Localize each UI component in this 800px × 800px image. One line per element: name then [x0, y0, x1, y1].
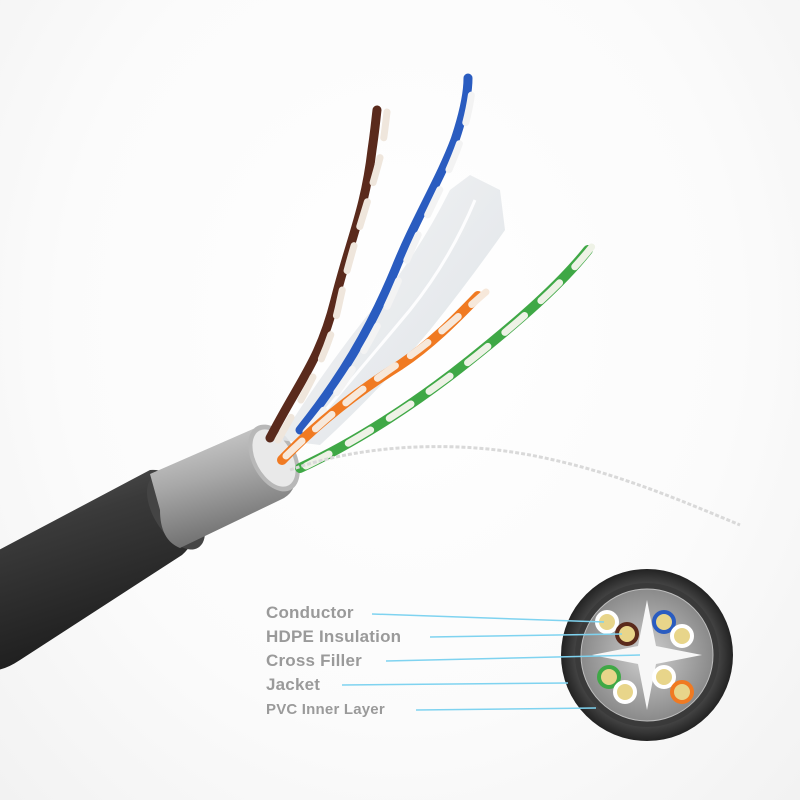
leader-cross-filler — [385, 654, 641, 662]
orange-pair — [277, 288, 490, 465]
label-hdpe-insulation: HDPE Insulation — [266, 627, 402, 646]
label-jacket: Jacket — [266, 675, 321, 694]
label-pvc-inner-layer: PVC Inner Layer — [266, 701, 385, 718]
blue-pair — [295, 73, 477, 436]
leader-conductor — [371, 613, 605, 623]
brown-pair — [265, 105, 391, 444]
label-cross-filler: Cross Filler — [266, 651, 362, 670]
leader-lines — [341, 613, 641, 711]
cross-section — [561, 569, 733, 741]
ripcord — [289, 445, 741, 527]
leader-hdpe — [429, 633, 623, 638]
leader-pvc-inner — [415, 707, 597, 711]
label-conductor: Conductor — [266, 603, 354, 622]
green-pair — [295, 240, 598, 473]
leader-jacket — [341, 682, 569, 686]
inner-layer — [150, 424, 300, 548]
